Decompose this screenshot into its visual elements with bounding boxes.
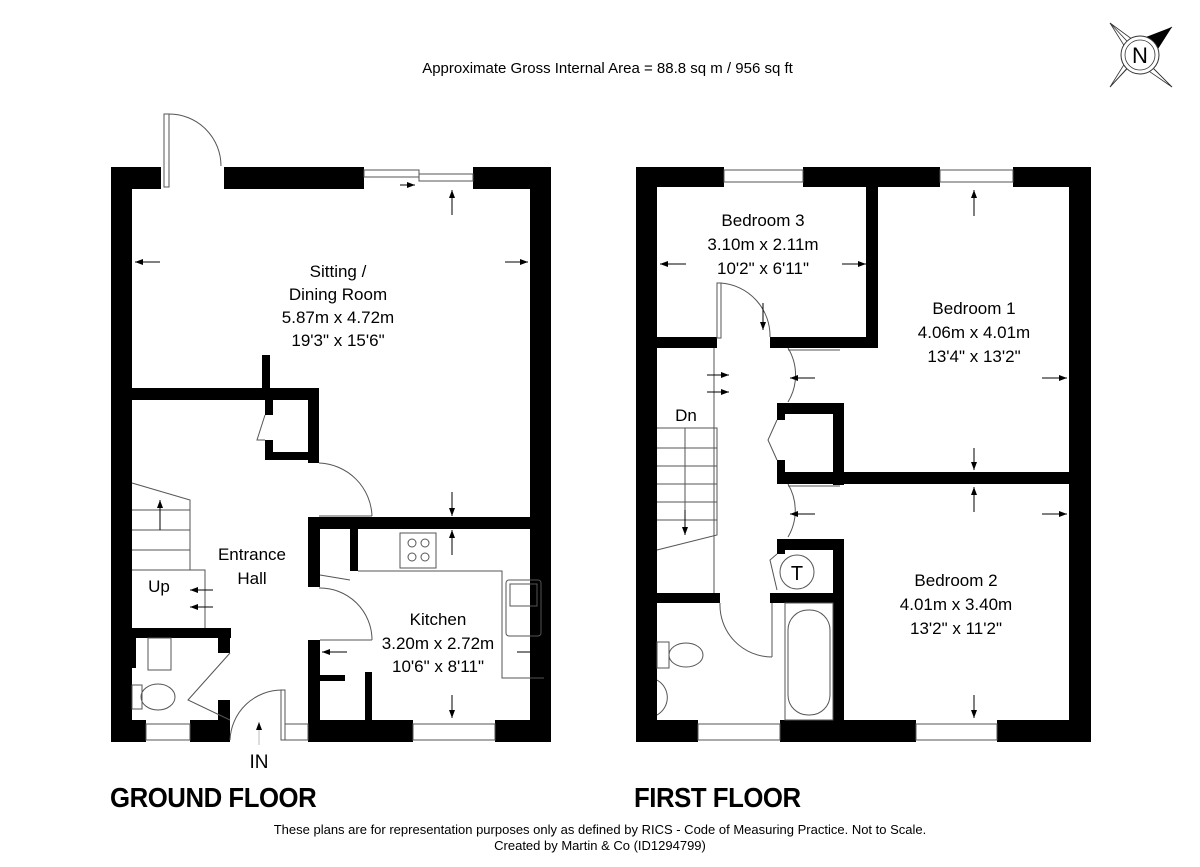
disclaimer-text: These plans are for representation purpo…: [273, 822, 927, 837]
bedroom-1-imperial: 13'4" x 13'2": [927, 347, 1020, 366]
sitting-room-metric: 5.87m x 4.72m: [282, 308, 394, 327]
kitchen-imperial: 10'6" x 8'11": [392, 657, 484, 676]
tank-label: T: [791, 563, 803, 585]
stairs-down-label: Dn: [675, 406, 697, 425]
sitting-room-imperial: 19'3" x 15'6": [291, 331, 384, 350]
ground-floor-title: GROUND FLOOR: [110, 782, 317, 813]
first-floor-title: FIRST FLOOR: [634, 782, 801, 813]
kitchen-metric: 3.20m x 2.72m: [382, 634, 494, 653]
ground-floor-plan: Sitting / Dining Room 5.87m x 4.72m 19'3…: [111, 113, 551, 773]
entrance-in-label: IN: [250, 752, 269, 773]
stairs-up-label: Up: [148, 577, 170, 596]
bedroom-3-metric: 3.10m x 2.11m: [707, 235, 818, 254]
bedroom-3-name: Bedroom 3: [721, 211, 804, 230]
sitting-room-name-2: Dining Room: [289, 285, 387, 304]
first-floor-plan: Bedroom 3 3.10m x 2.11m 10'2" x 6'11" Be…: [636, 167, 1091, 742]
credit-text: Created by Martin & Co (ID1294799): [494, 838, 706, 853]
north-compass-icon: N: [1109, 22, 1173, 88]
entrance-hall-name-1: Entrance: [218, 545, 286, 564]
kitchen-name: Kitchen: [410, 610, 467, 629]
entrance-hall-name-2: Hall: [237, 569, 266, 588]
sitting-room-name-1: Sitting /: [310, 262, 367, 281]
bedroom-1-name: Bedroom 1: [932, 299, 1015, 318]
bedroom-3-imperial: 10'2" x 6'11": [717, 259, 809, 278]
bedroom-2-metric: 4.01m x 3.40m: [900, 595, 1012, 614]
bedroom-2-imperial: 13'2" x 11'2": [910, 619, 1002, 638]
gross-internal-area: Approximate Gross Internal Area = 88.8 s…: [422, 60, 793, 77]
bedroom-1-metric: 4.06m x 4.01m: [918, 323, 1030, 342]
bedroom-2-name: Bedroom 2: [914, 571, 997, 590]
compass-letter: N: [1132, 43, 1148, 68]
